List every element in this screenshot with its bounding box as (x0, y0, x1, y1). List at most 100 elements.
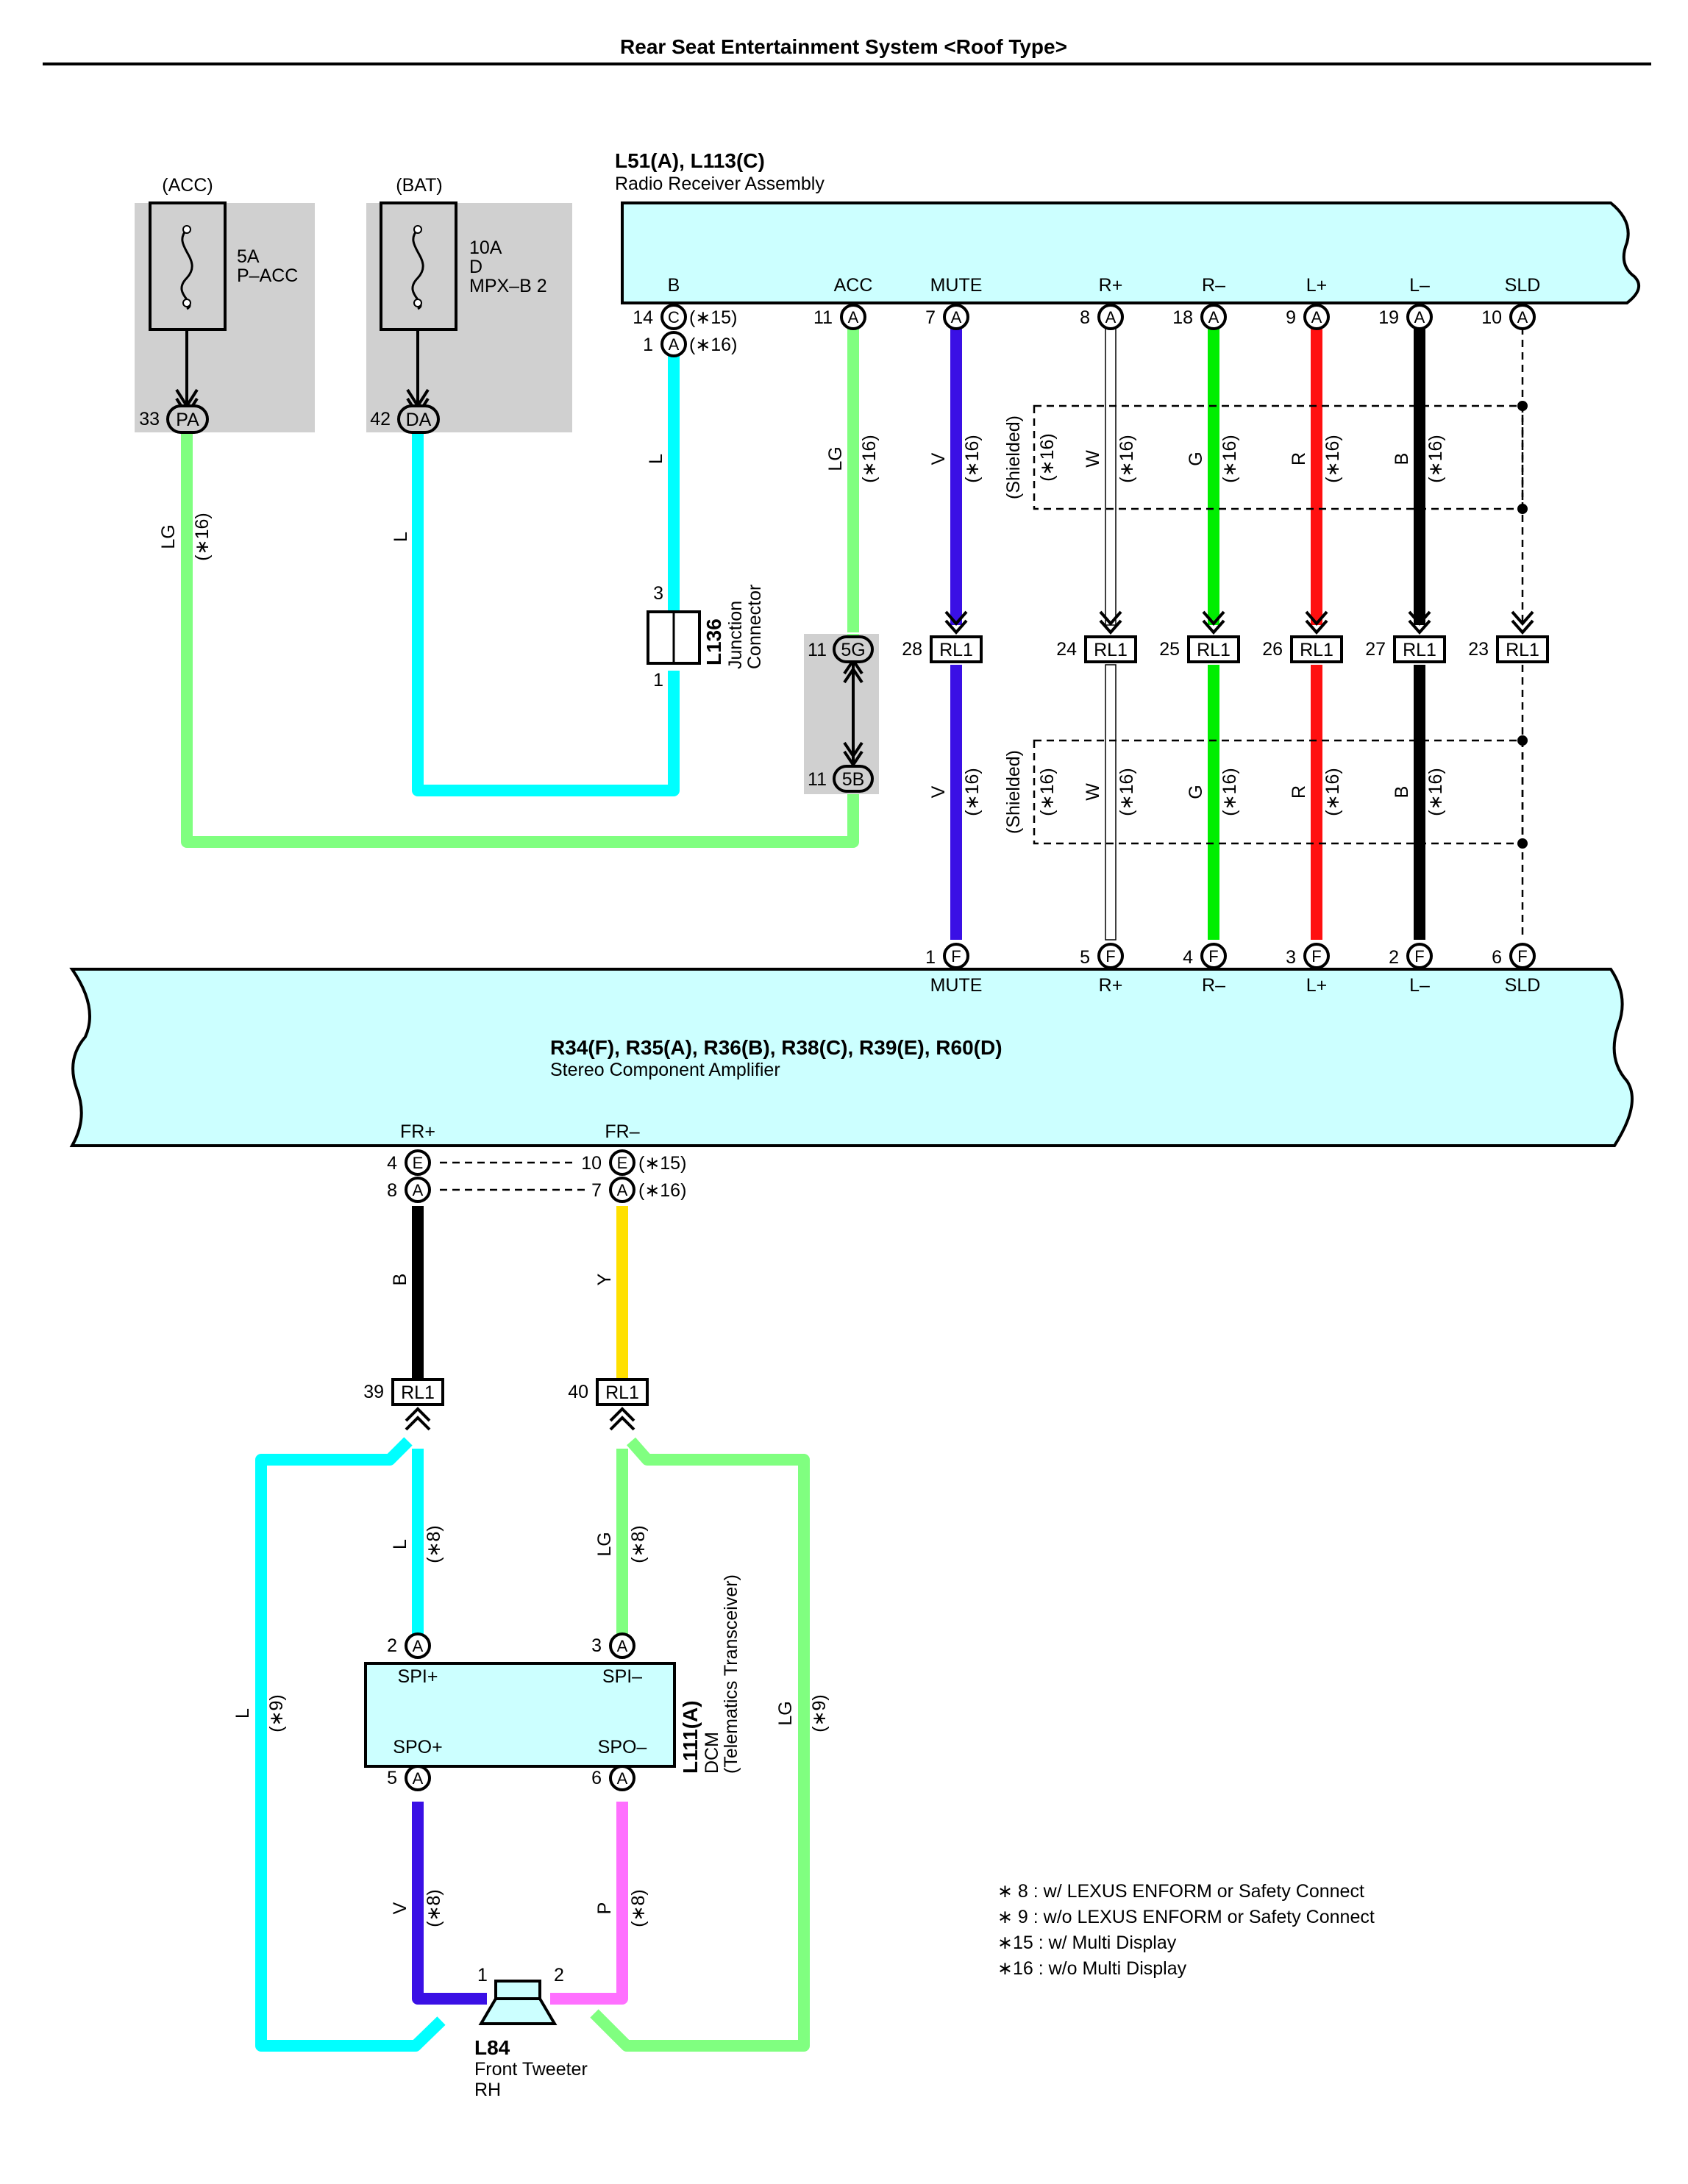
amplifier-body (69, 968, 1634, 1147)
wire-note: (∗8) (424, 1525, 444, 1563)
radio-pins: 14 C (∗15) 1 A (∗16) (633, 304, 737, 357)
pin-number: 1 (477, 1965, 488, 1985)
rl1-connector (1084, 635, 1137, 663)
pin-number: 24 (1056, 639, 1077, 660)
pin-number: 11 (813, 307, 833, 328)
connector-arrow-icon (1511, 610, 1534, 635)
pin-number: 40 (568, 1382, 588, 1402)
pin-circle (1509, 943, 1536, 969)
connector-code: DA (406, 410, 432, 430)
wire-label: L (232, 1708, 253, 1719)
rl1-connector (1187, 635, 1240, 663)
terminal-label: SPI– (602, 1666, 642, 1687)
pin-circle (660, 304, 687, 330)
pin-circle (405, 1177, 431, 1203)
wire-label: R (1289, 785, 1309, 799)
pin-circle (943, 304, 969, 330)
connector-code: A (1105, 308, 1117, 326)
shielded-lower: (Shielded) (∗16) (1003, 735, 1528, 849)
pin-circle (1509, 304, 1536, 330)
wire-label: LG (594, 1532, 615, 1556)
terminal-label: R+ (1099, 275, 1123, 296)
wire-note: (∗16) (1117, 768, 1137, 816)
fuse-box-bat (366, 203, 572, 432)
connector-code: A (1414, 308, 1425, 326)
wire-label: L (646, 454, 666, 464)
terminal-label: B (668, 275, 680, 296)
connector-code: A (848, 308, 859, 326)
wire-label: V (928, 452, 949, 465)
wire-labels: LG (∗16) L L LG (∗16) V (∗16) W (∗16) G … (158, 435, 1446, 1927)
wire-note: (∗8) (628, 1889, 649, 1927)
connector-code: F (1517, 947, 1527, 966)
junction-name2: Connector (744, 585, 765, 669)
wire-note: (∗16) (859, 435, 880, 482)
connector-code: A (951, 308, 962, 326)
connector-arrow-icon (1408, 610, 1431, 635)
wire-note: (∗16) (1322, 435, 1343, 482)
pin-number: 10 (581, 1153, 602, 1174)
pin-number: 1 (925, 947, 936, 968)
pin-number: 3 (653, 583, 663, 604)
connector-code: C (668, 308, 680, 326)
wire-label: V (390, 1902, 410, 1914)
terminal-label: SPI+ (398, 1666, 438, 1687)
rl1-connector (1290, 635, 1343, 663)
pin-number: 19 (1378, 307, 1399, 328)
wire-note: (∗8) (424, 1889, 444, 1927)
amplifier-name: Stereo Component Amplifier (550, 1060, 780, 1080)
pin-number: 39 (363, 1382, 384, 1402)
fuse-name2-bat: D (469, 257, 482, 277)
connector-code: A (413, 1637, 424, 1655)
pin-number: 33 (139, 409, 160, 429)
terminal-label: R– (1202, 975, 1225, 996)
pin-number: 25 (1159, 639, 1180, 660)
terminal-label: L+ (1306, 975, 1328, 996)
fuse-amp-acc: 5A (237, 246, 260, 267)
shield-box (1033, 739, 1524, 845)
connector-code: RL1 (401, 1382, 435, 1403)
dcm-module: 2 A 3 A SPI+ SPI– SPO+ SPO– 5 A 6 A L111… (364, 1574, 741, 1791)
pin-note: (∗16) (638, 1180, 686, 1201)
pin-number: 7 (591, 1180, 602, 1201)
connector-code: F (1311, 947, 1321, 966)
wire-lg-bypass (590, 1437, 810, 2052)
pin-number: 11 (808, 640, 827, 660)
wire-label: V (928, 785, 949, 798)
connector-code: A (1517, 308, 1528, 326)
wire-p-spo-minus (550, 1802, 628, 2005)
wire-label: Y (594, 1273, 615, 1285)
pin-circle (1097, 304, 1124, 330)
wire-w-rplus-lower (1105, 664, 1117, 941)
wire-label: W (1083, 450, 1103, 468)
pin-number: 4 (1183, 947, 1193, 968)
rl1-connector (391, 1378, 444, 1406)
wire-label: B (390, 1274, 410, 1286)
connector-code: A (1208, 308, 1219, 326)
wire-label: G (1186, 785, 1206, 799)
connector-arrow-icon (1305, 610, 1328, 635)
terminal-label: SPO– (598, 1737, 647, 1757)
page-title: Rear Seat Entertainment System <Roof Typ… (620, 35, 1067, 58)
rl1-connector (1393, 635, 1446, 663)
pin-number: 5 (387, 1768, 397, 1788)
dcm-body (364, 1662, 676, 1768)
shielded-label: (Shielded) (1003, 750, 1024, 834)
connector-code: F (1414, 947, 1424, 966)
connector-da (397, 404, 440, 434)
pin-circle (405, 1632, 431, 1659)
connector-arrow-icon (405, 1407, 431, 1431)
pin-number: 2 (387, 1635, 397, 1656)
radio-id: L51(A), L113(C) (615, 149, 765, 172)
terminal-label: ACC (834, 275, 873, 296)
terminal-label: MUTE (930, 275, 983, 296)
legend-item: ∗15 : w/ Multi Display (997, 1933, 1177, 1953)
connector-code: RL1 (1094, 640, 1128, 660)
pin-number: 3 (1286, 947, 1296, 968)
wire-label: L (390, 1539, 410, 1549)
connector-arrow-icon (1099, 610, 1122, 635)
wire-label: LG (158, 524, 179, 549)
pin-circle (1406, 943, 1433, 969)
